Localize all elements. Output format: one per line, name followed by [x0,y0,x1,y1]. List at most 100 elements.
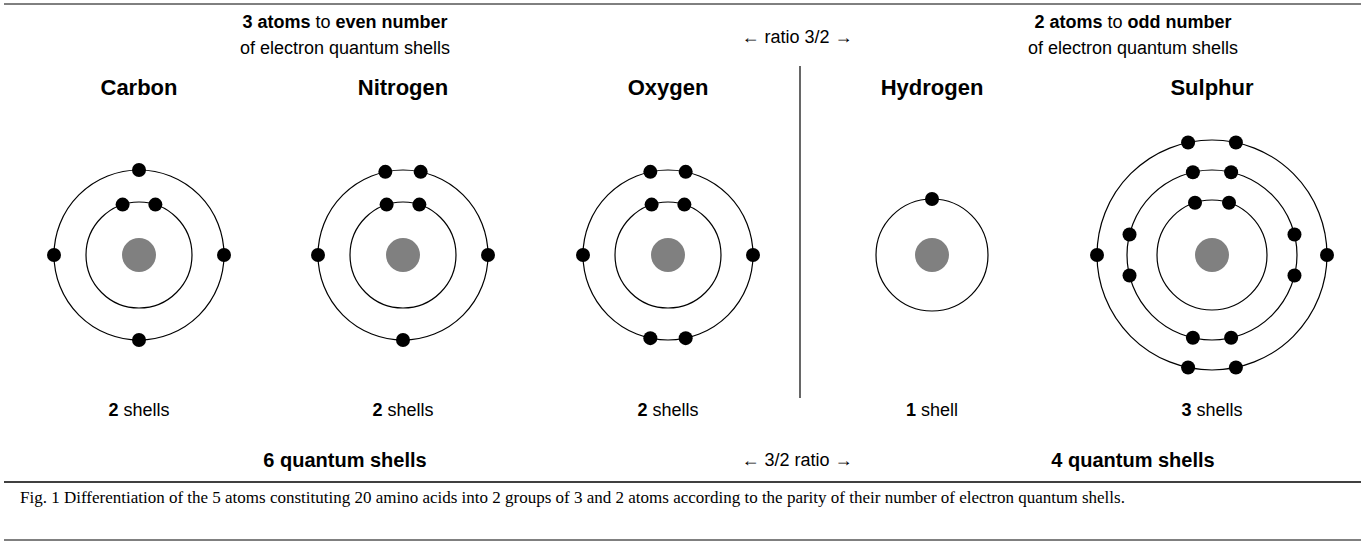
atom-node: Oxygen 2 shells [540,68,796,428]
electron-shell [1157,200,1267,310]
electron [1181,360,1195,374]
word: ratio [795,450,830,470]
atom-name: Carbon [101,75,178,101]
word-space [255,38,260,58]
word: number [382,12,448,32]
word: shells [1158,449,1215,471]
word: Hydrogen [881,75,984,100]
word-space [790,450,795,470]
electron [1186,165,1200,179]
group-divider [799,66,800,398]
ratio-label: ← 3/2 ratio → [741,449,852,471]
top-rule [4,4,1361,5]
atom-drawing [11,68,267,428]
word: Oxygen [628,75,709,100]
shell-count: 1 shell [906,400,958,422]
atom-nucleus [915,238,949,272]
electron-shell [350,202,456,308]
word-space [1044,12,1049,32]
electron [1224,331,1238,345]
atom-name: Hydrogen [881,75,984,101]
electron [1123,269,1137,283]
word: electron [1048,38,1112,58]
word: of [1028,38,1043,58]
electron [47,248,61,262]
word-space [330,12,335,32]
electron [1229,360,1243,374]
shell-count: 2 shells [637,400,698,422]
electron [1188,196,1202,210]
electron [1181,136,1195,150]
word-space [118,400,123,420]
word-space [377,12,382,32]
word-space [310,12,315,32]
word-space [1152,449,1158,471]
electron [643,331,657,345]
electron [378,165,392,179]
electron [1320,248,1334,262]
electron [412,198,426,212]
electron-shell [615,202,721,308]
electron [679,165,693,179]
word-space [364,449,370,471]
atom-node: Sulphur 3 shells [1084,68,1340,428]
word: electron [260,38,324,58]
shell-count: 3 shells [1181,400,1242,422]
word-space [759,27,764,47]
atom-name: Sulphur [1170,75,1253,101]
electron [414,165,428,179]
electron [1222,196,1236,210]
word: Carbon [101,75,178,100]
electron-shell [876,199,988,311]
electron [1287,227,1301,241]
word: 4 [1051,449,1062,471]
word: Sulphur [1170,75,1253,100]
word: 3 [242,12,252,32]
group-heading: 2 atoms to odd number of electron quantu… [1028,9,1238,61]
word: shells [388,400,434,420]
atom-drawing [275,68,531,428]
word: 1 [906,400,916,420]
word-space [647,400,652,420]
word: 3 [1181,400,1191,420]
word-space [1043,38,1048,58]
atom-nucleus [651,238,685,272]
word: → [835,27,853,47]
word: ← [741,450,759,470]
electron [116,198,130,212]
word-space [1112,38,1117,58]
word: shells [653,400,699,420]
word: shells [404,38,450,58]
ratio-label: ← ratio 3/2 → [741,26,852,48]
atom-name: Oxygen [628,75,709,101]
shell-count: 2 shells [108,400,169,422]
word: shells [1197,400,1243,420]
electron [1287,269,1301,283]
atom-drawing [1084,68,1340,428]
word: shell [921,400,958,420]
word: 3/2 [805,27,830,47]
word: quantum [329,38,399,58]
word: shells [1192,38,1238,58]
electron-shell [318,170,488,340]
word: 3/2 [764,450,789,470]
atom-node: Carbon 2 shells [11,68,267,428]
electron [576,248,590,262]
electron [132,333,146,347]
word-space [1187,38,1192,58]
electron [1186,331,1200,345]
caption-rule [4,481,1361,483]
word: quantum [280,449,364,471]
word: shells [124,400,170,420]
word-space [759,450,764,470]
electron [645,198,659,212]
word-space [399,38,404,58]
word: ← [741,27,759,47]
group-total: 4 quantum shells [1051,447,1214,473]
word: shells [370,449,427,471]
word: quantum [1117,38,1187,58]
word-space [274,449,280,471]
electron [148,198,162,212]
electron [311,248,325,262]
